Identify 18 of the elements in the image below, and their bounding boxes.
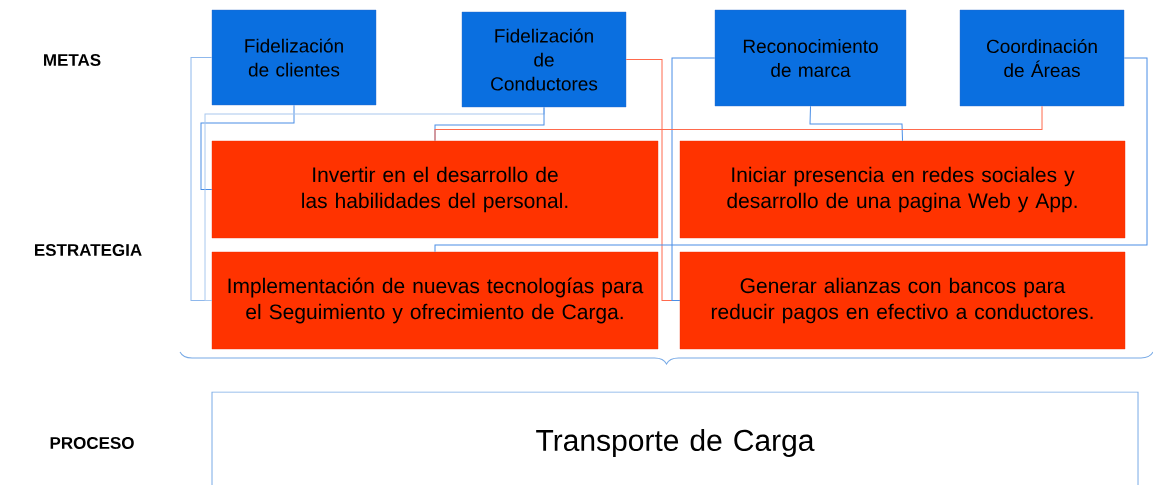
goal-box: Reconocimiento de marca [714, 9, 907, 107]
connector-line [434, 57, 1148, 253]
row-label: METAS [44, 54, 101, 67]
connector-line [434, 105, 1043, 142]
connector-line [190, 57, 213, 301]
process-box: Transporte de Carga [211, 391, 1139, 485]
connector-line [809, 105, 903, 142]
strategy-box: Generar alianzas con bancos para reducir pagos en efectivo a conductores. [679, 251, 1126, 350]
goal-box: Coordinación de Áreas [959, 9, 1125, 107]
strategy-box: Iniciar presencia en redes sociales y desarrollo de una pagina Web y App. [679, 140, 1126, 239]
strategy-box: Invertir en el desarrollo de las habilidades del personal. [211, 140, 659, 239]
row-label: PROCESO [50, 437, 134, 450]
strategy-box: Implementación de nuevas tecnologías para el Seguimiento y ofrecimiento de Carga. [211, 251, 659, 350]
goal-box: Fidelización de Conductores [461, 11, 627, 108]
row-label: ESTRATEGIA [35, 244, 142, 257]
connector-line [200, 104, 295, 190]
connector-line [671, 57, 716, 301]
goal-box: Fidelización de clientes [211, 9, 377, 106]
